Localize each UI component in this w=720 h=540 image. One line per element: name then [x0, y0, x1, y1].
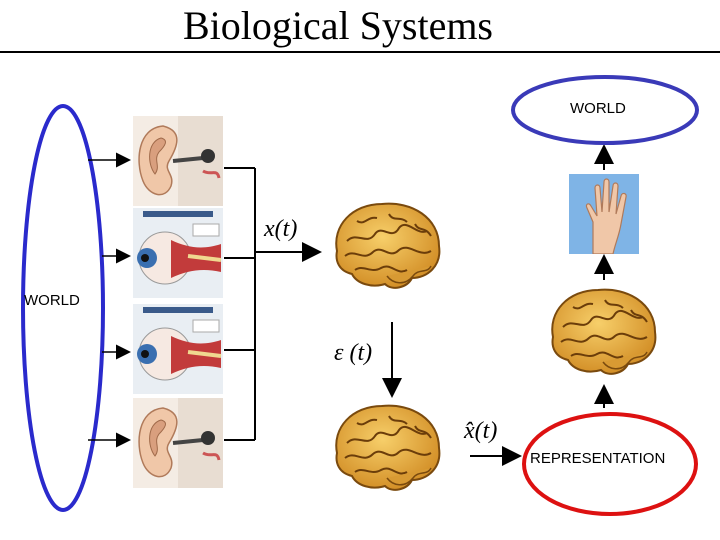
title-rule	[0, 51, 720, 53]
world-top-ellipse	[511, 75, 699, 145]
world-to-sensor-arrows	[88, 152, 131, 448]
hand-icon	[568, 174, 640, 254]
eye-icon	[133, 208, 223, 298]
ear-icon	[133, 116, 223, 206]
representation-ellipse	[522, 412, 698, 516]
world-top-label: WORLD	[570, 100, 626, 117]
sensor-bus	[224, 167, 256, 441]
signal-epsilon-label: ε (t)	[334, 340, 373, 366]
ear-icon	[133, 398, 223, 488]
brain-icon	[335, 202, 441, 289]
brain-icon	[551, 288, 657, 375]
signal-x-label: x(t)	[264, 216, 298, 242]
brain-icon	[335, 404, 441, 491]
world-left-label: WORLD	[24, 292, 80, 309]
representation-label: REPRESENTATION	[530, 450, 666, 467]
eye-icon	[133, 304, 223, 394]
slide-title: Biological Systems	[183, 3, 493, 48]
signal-xhat-label: x̂(t)	[464, 418, 498, 444]
world-left-ellipse	[21, 104, 105, 512]
